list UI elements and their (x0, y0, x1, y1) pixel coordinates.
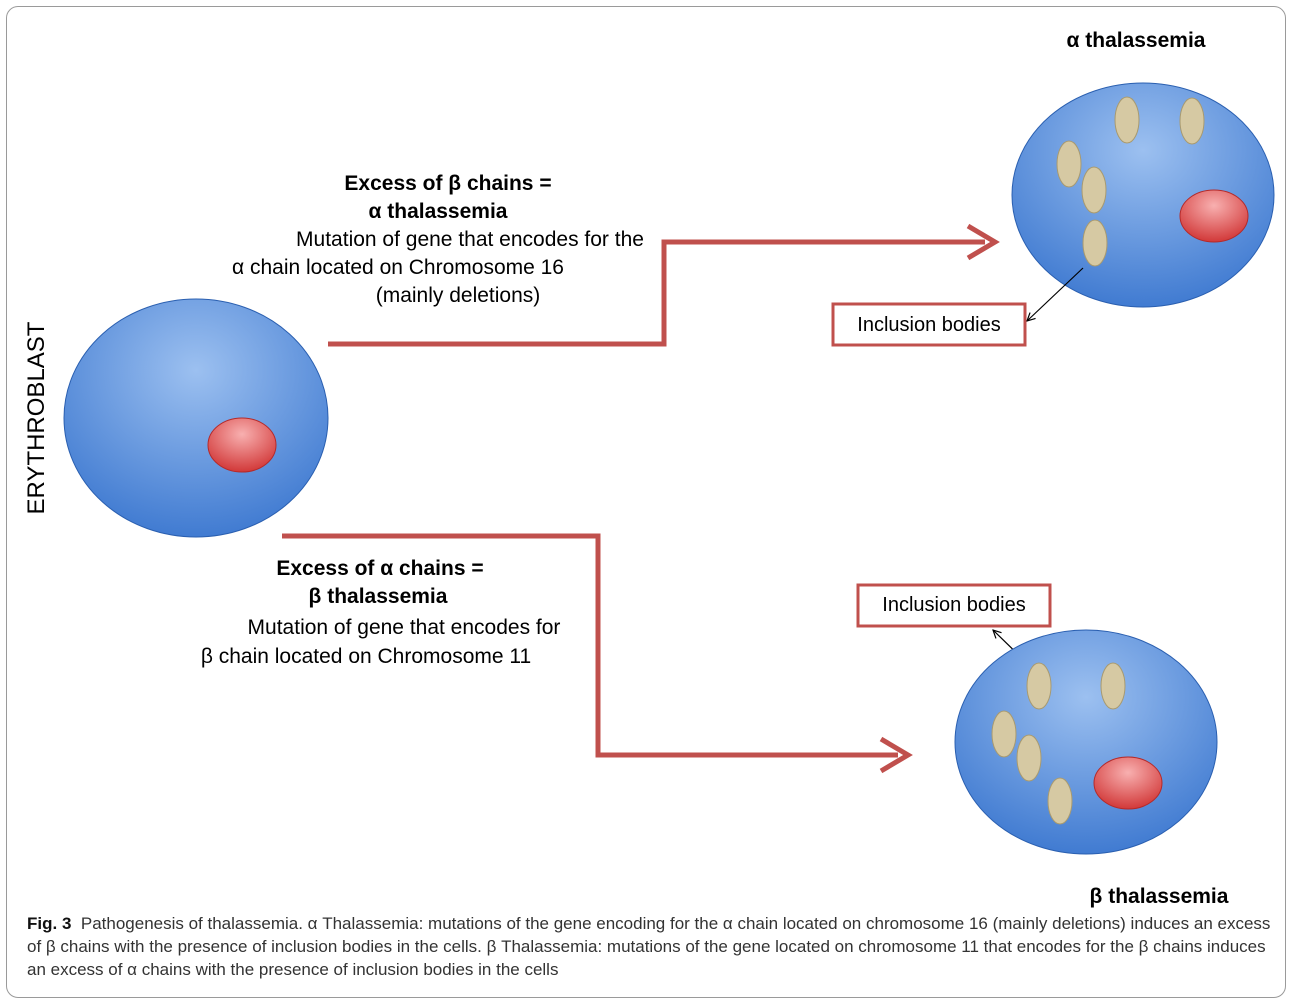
beta-mutation-line2: β chain located on Chromosome 11 (201, 645, 531, 668)
alpha-mutation-line3: (mainly deletions) (376, 284, 541, 307)
inclusion-body (1100, 662, 1126, 710)
alpha-inclusion-label-box (831, 302, 1027, 347)
alpha-inclusion-pointer (1027, 267, 1084, 321)
inclusion-body (1081, 166, 1107, 214)
inclusion-body (1016, 734, 1042, 782)
alpha-excess-heading: Excess of β chains = (344, 172, 551, 195)
erythroblast-nucleus (207, 417, 277, 473)
alpha-cell-nucleus (1179, 189, 1249, 243)
inclusion-body (1114, 96, 1140, 144)
inclusion-body (1047, 777, 1073, 825)
beta-cell-nucleus (1093, 756, 1163, 810)
alpha-thalassemia-title: α thalassemia (1067, 29, 1206, 52)
alpha-mutation-line1: Mutation of gene that encodes for the (296, 228, 644, 251)
alpha-thalassemia-cell (1011, 82, 1275, 308)
inclusion-body (1056, 140, 1082, 188)
inclusion-body (1179, 97, 1205, 145)
erythroblast-cell (63, 298, 329, 538)
alpha-mutation-line2: α chain located on Chromosome 16 (232, 256, 564, 279)
beta-thalassemia-heading: β thalassemia (309, 585, 448, 608)
figure-frame (6, 6, 1286, 998)
alpha-pathway-arrow (328, 223, 1000, 347)
beta-pathway-arrow (282, 533, 913, 774)
alpha-inclusion-label: Inclusion bodies (857, 314, 1000, 336)
alpha-inclusion-bodies (1056, 96, 1205, 267)
figure-label: Fig. 3 (27, 914, 72, 933)
alpha-thalassemia-heading: α thalassemia (369, 200, 508, 223)
beta-inclusion-bodies (991, 662, 1126, 825)
erythroblast-label: ERYTHROBLAST (23, 321, 50, 514)
beta-inclusion-label-box (856, 583, 1052, 628)
beta-excess-heading: Excess of α chains = (276, 557, 483, 580)
figure-caption-text: Pathogenesis of thalassemia. α Thalassem… (27, 914, 1271, 979)
inclusion-body (1026, 662, 1052, 710)
beta-thalassemia-cell (954, 629, 1218, 855)
figure-caption: Fig. 3 Pathogenesis of thalassemia. α Th… (27, 912, 1272, 981)
beta-thalassemia-title: β thalassemia (1090, 885, 1229, 908)
inclusion-body (991, 710, 1017, 758)
inclusion-body (1082, 219, 1108, 267)
beta-mutation-line1: Mutation of gene that encodes for (248, 616, 561, 639)
beta-inclusion-label: Inclusion bodies (882, 594, 1025, 616)
